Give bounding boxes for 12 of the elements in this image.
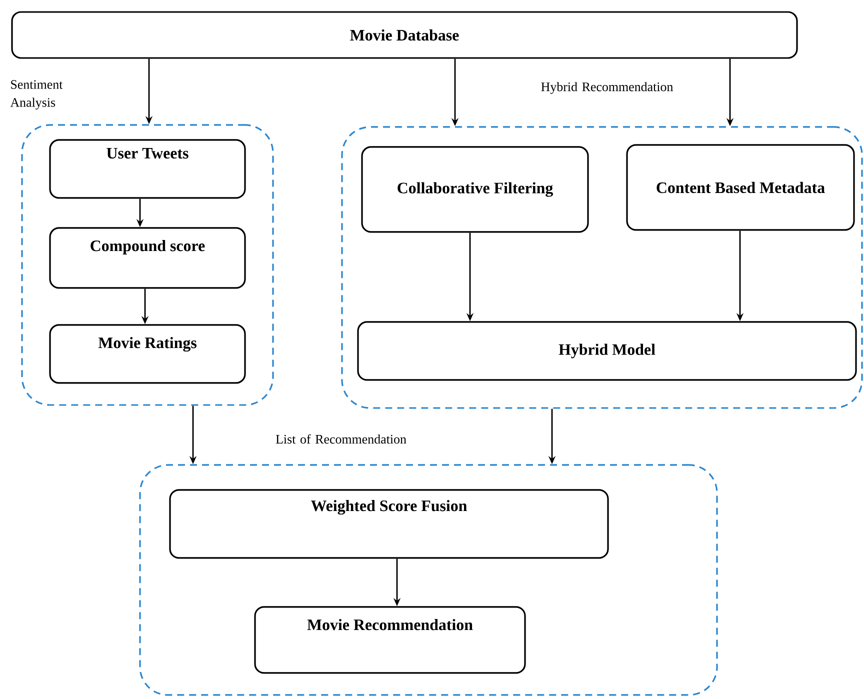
process-box: Hybrid Model (357, 321, 857, 381)
process-box: Compound score (49, 227, 246, 289)
process-box: Movie Ratings (49, 324, 246, 384)
process-box: Movie Database (11, 11, 798, 59)
process-box: Movie Recommendation (254, 606, 526, 674)
group-heading: Sentiment Analysis (10, 80, 63, 110)
process-box: Weighted Score Fusion (169, 489, 609, 559)
group-heading: Hybrid Recommendation (541, 82, 673, 94)
process-box: Content Based Metadata (626, 144, 855, 231)
process-box: Collaborative Filtering (361, 146, 589, 233)
process-box: User Tweets (49, 139, 246, 199)
group-heading: List of Recommendation (276, 434, 406, 444)
